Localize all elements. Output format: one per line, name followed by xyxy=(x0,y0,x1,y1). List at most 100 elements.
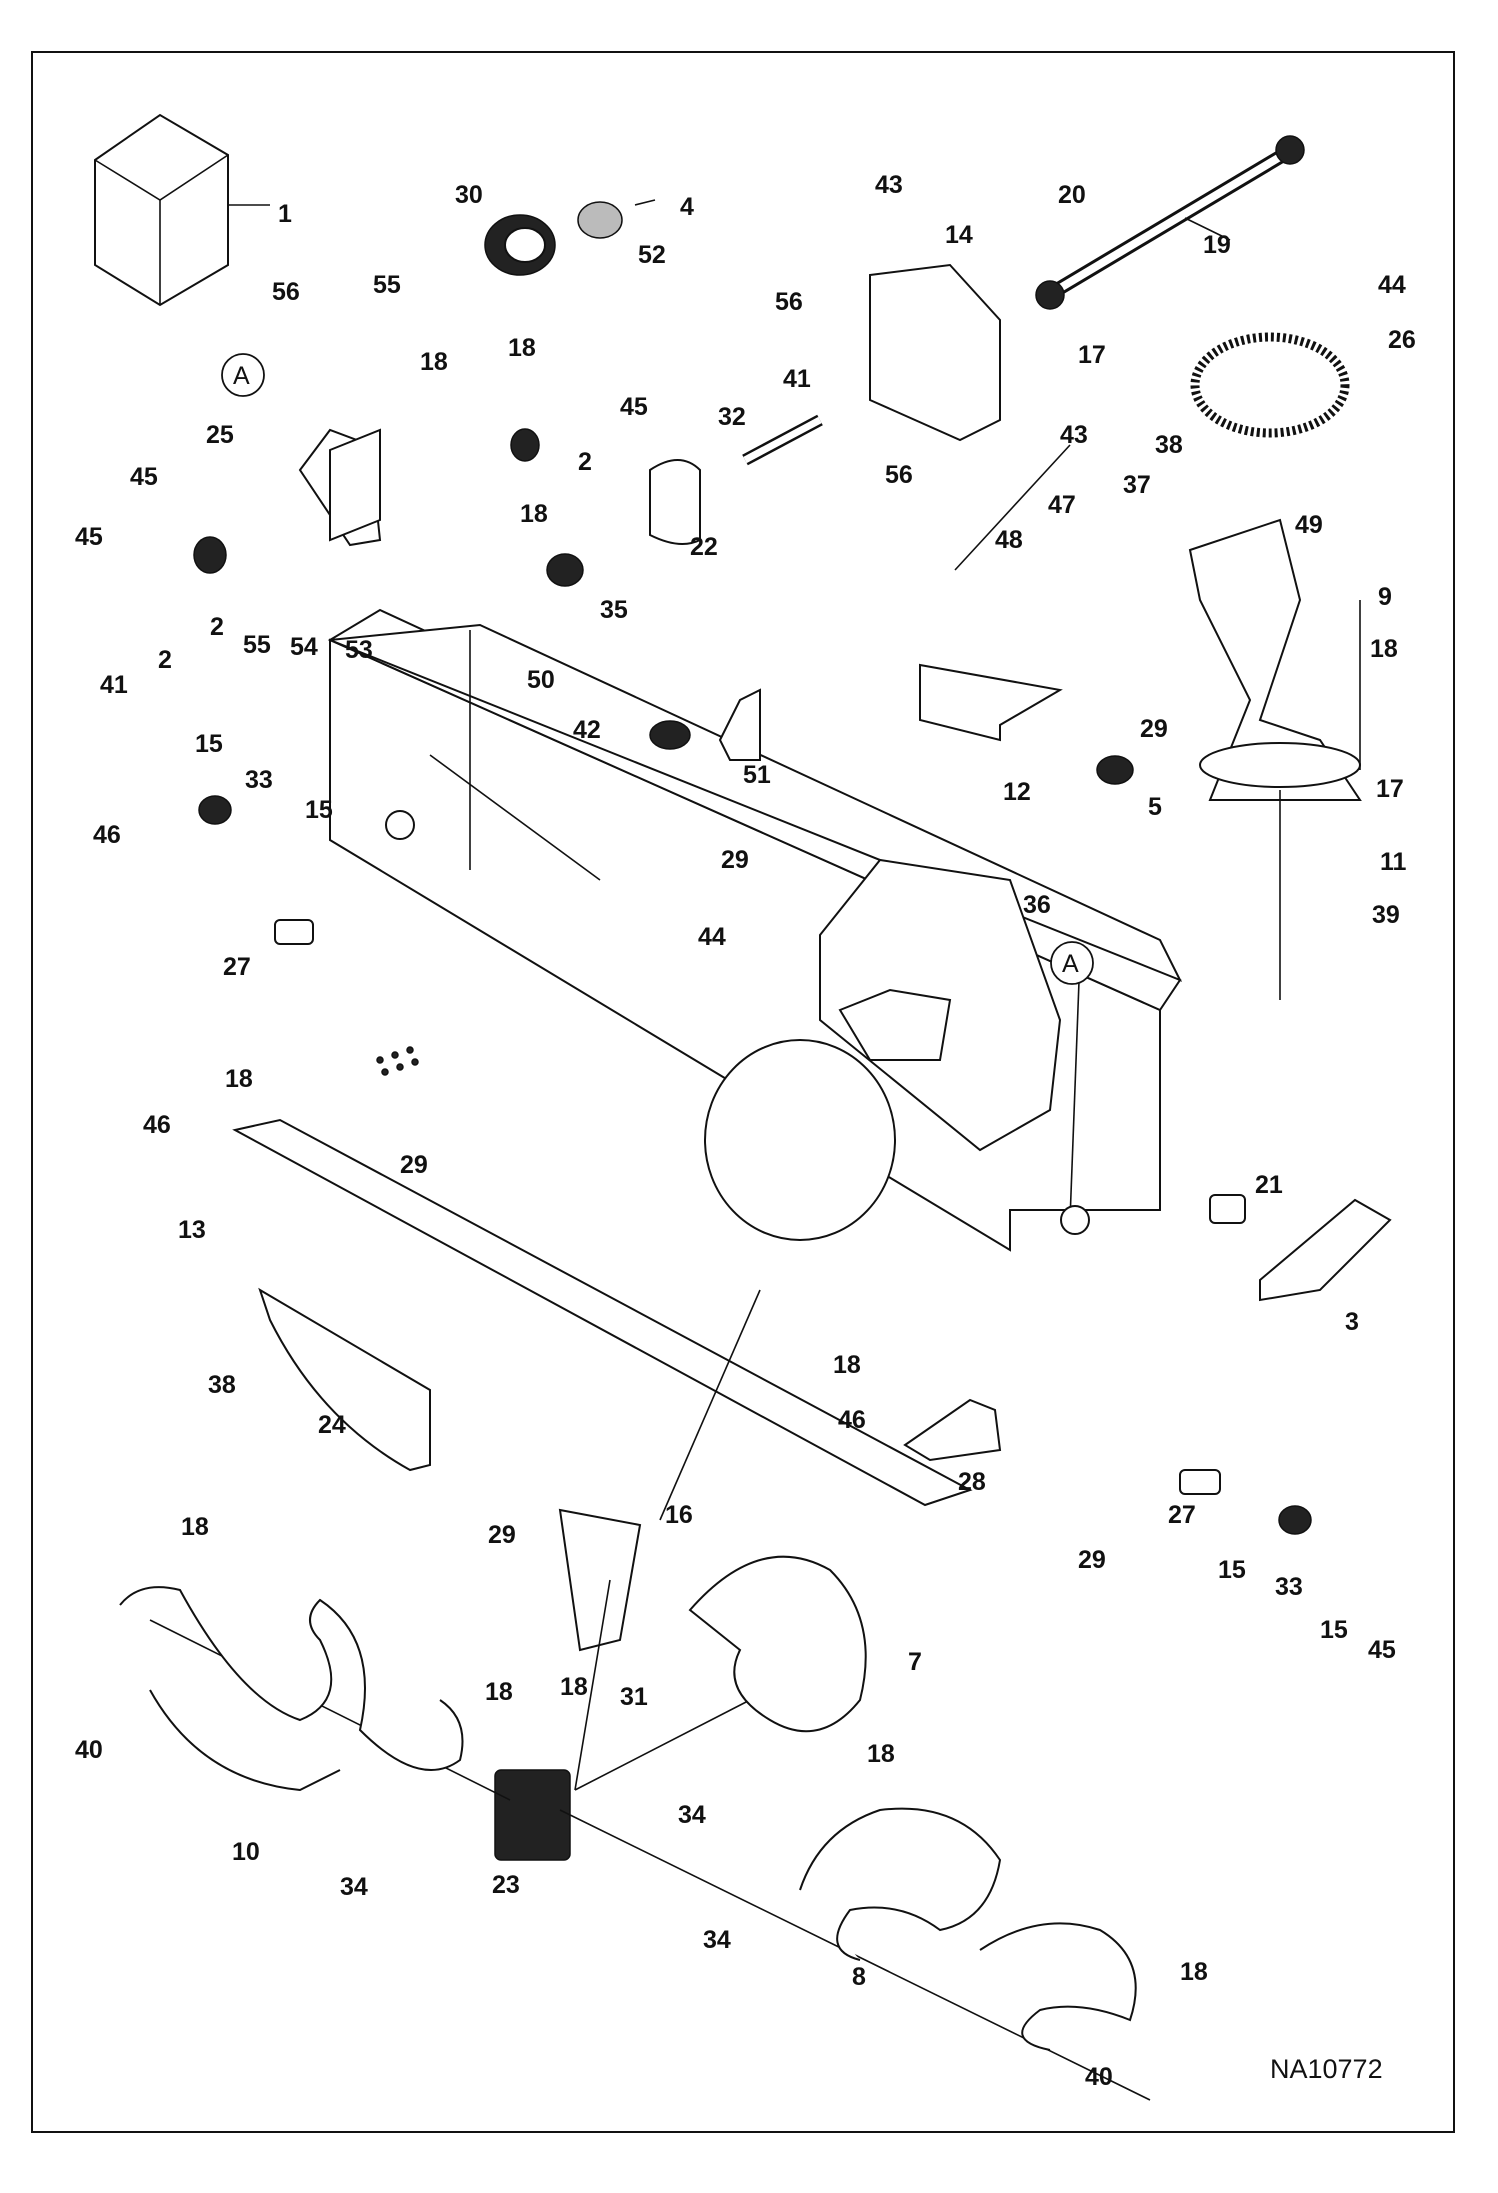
callout-22: 22 xyxy=(690,533,718,561)
leader-lines xyxy=(228,199,1361,1791)
callout-27: 27 xyxy=(223,953,251,981)
callout-23: 23 xyxy=(492,1871,520,1899)
callout-4: 4 xyxy=(680,193,694,221)
callout-56: 56 xyxy=(885,461,913,489)
callout-50: 50 xyxy=(527,666,555,694)
callout-1: 1 xyxy=(278,200,292,228)
callout-labels: 1 2 2 2 2 3 4 5 7 8 9 10 11 12 13 14 15 … xyxy=(75,171,1416,2091)
callout-38: 38 xyxy=(208,1371,236,1399)
callout-47: 47 xyxy=(1048,491,1076,519)
callout-40: 40 xyxy=(75,1736,103,1764)
callout-34: 34 xyxy=(340,1873,368,1901)
callout-3: 3 xyxy=(1345,1308,1359,1336)
main-housing-illustration xyxy=(232,608,1392,1507)
diagram-border xyxy=(31,51,1455,2133)
callout-17: 17 xyxy=(1376,775,1404,803)
callout-17: 17 xyxy=(1078,341,1106,369)
callout-25: 25 xyxy=(206,421,234,449)
callout-37: 37 xyxy=(1123,471,1151,499)
drawing-code: NA10772 xyxy=(1270,2054,1383,2084)
callout-32: 32 xyxy=(718,403,746,431)
callout-52: 52 xyxy=(638,241,666,269)
callout-18: 18 xyxy=(833,1351,861,1379)
callout-5: 5 xyxy=(1148,793,1162,821)
callout-31: 31 xyxy=(620,1683,648,1711)
callout-12: 12 xyxy=(1003,778,1031,806)
callout-45: 45 xyxy=(75,523,103,551)
view-reference-a-housing: A xyxy=(1050,941,1094,985)
view-reference-a-label: A xyxy=(233,362,250,390)
callout-38: 38 xyxy=(1155,431,1183,459)
callout-15: 15 xyxy=(1320,1616,1348,1644)
callout-33: 33 xyxy=(1275,1573,1303,1601)
callout-24: 24 xyxy=(318,1411,346,1439)
callout-36: 36 xyxy=(1023,891,1051,919)
part-box-illustration xyxy=(94,113,229,307)
callout-18: 18 xyxy=(485,1678,513,1706)
callout-46: 46 xyxy=(143,1111,171,1139)
callout-2: 2 xyxy=(210,613,224,641)
callout-29: 29 xyxy=(400,1151,428,1179)
callout-2: 2 xyxy=(578,448,592,476)
callout-19: 19 xyxy=(1203,231,1231,259)
callout-56: 56 xyxy=(775,288,803,316)
callout-30: 30 xyxy=(455,181,483,209)
callout-45: 45 xyxy=(620,393,648,421)
callout-43: 43 xyxy=(1060,421,1088,449)
callout-18: 18 xyxy=(181,1513,209,1541)
callout-21: 21 xyxy=(1255,1171,1283,1199)
callout-11: 11 xyxy=(1380,848,1407,876)
callout-10: 10 xyxy=(232,1838,260,1866)
callout-35: 35 xyxy=(600,596,628,624)
callout-39: 39 xyxy=(1372,901,1400,929)
callout-43: 43 xyxy=(875,171,903,199)
callout-26: 26 xyxy=(1388,326,1416,354)
callout-55: 55 xyxy=(373,271,401,299)
callout-16: 16 xyxy=(665,1501,693,1529)
callout-55: 55 xyxy=(243,631,271,659)
callout-34: 34 xyxy=(678,1801,706,1829)
callout-7: 7 xyxy=(908,1648,922,1676)
callout-48: 48 xyxy=(995,526,1023,554)
callout-18: 18 xyxy=(520,500,548,528)
view-reference-a-top: A xyxy=(221,353,265,397)
callout-18: 18 xyxy=(1370,635,1398,663)
callout-33: 33 xyxy=(245,766,273,794)
callout-44: 44 xyxy=(1378,271,1406,299)
callout-14: 14 xyxy=(945,221,973,249)
callout-2: 2 xyxy=(158,646,172,674)
chute-drive-illustration xyxy=(193,135,1362,1535)
callout-46: 46 xyxy=(93,821,121,849)
callout-45: 45 xyxy=(130,463,158,491)
callout-27: 27 xyxy=(1168,1501,1196,1529)
callout-18: 18 xyxy=(1180,1958,1208,1986)
callout-15: 15 xyxy=(1218,1556,1246,1584)
callout-45: 45 xyxy=(1368,1636,1396,1664)
callout-44: 44 xyxy=(698,923,726,951)
callout-13: 13 xyxy=(178,1216,206,1244)
callout-54: 54 xyxy=(290,633,318,661)
callout-29: 29 xyxy=(488,1521,516,1549)
callout-34: 34 xyxy=(703,1926,731,1954)
callout-18: 18 xyxy=(420,348,448,376)
callout-41: 41 xyxy=(783,365,811,393)
callout-49: 49 xyxy=(1295,511,1323,539)
callout-46: 46 xyxy=(838,1406,866,1434)
callout-18: 18 xyxy=(560,1673,588,1701)
callout-29: 29 xyxy=(1078,1546,1106,1574)
callout-29: 29 xyxy=(721,846,749,874)
callout-9: 9 xyxy=(1378,583,1392,611)
callout-28: 28 xyxy=(958,1468,986,1496)
callout-40: 40 xyxy=(1085,2063,1113,2091)
callout-18: 18 xyxy=(508,334,536,362)
callout-18: 18 xyxy=(225,1065,253,1093)
callout-15: 15 xyxy=(305,796,333,824)
auger-gearbox-illustration xyxy=(119,1508,1151,2101)
view-reference-a-label: A xyxy=(1062,950,1079,978)
callout-29: 29 xyxy=(1140,715,1168,743)
callout-20: 20 xyxy=(1058,181,1086,209)
callout-41: 41 xyxy=(100,671,128,699)
callout-18: 18 xyxy=(867,1740,895,1768)
callout-42: 42 xyxy=(573,716,601,744)
